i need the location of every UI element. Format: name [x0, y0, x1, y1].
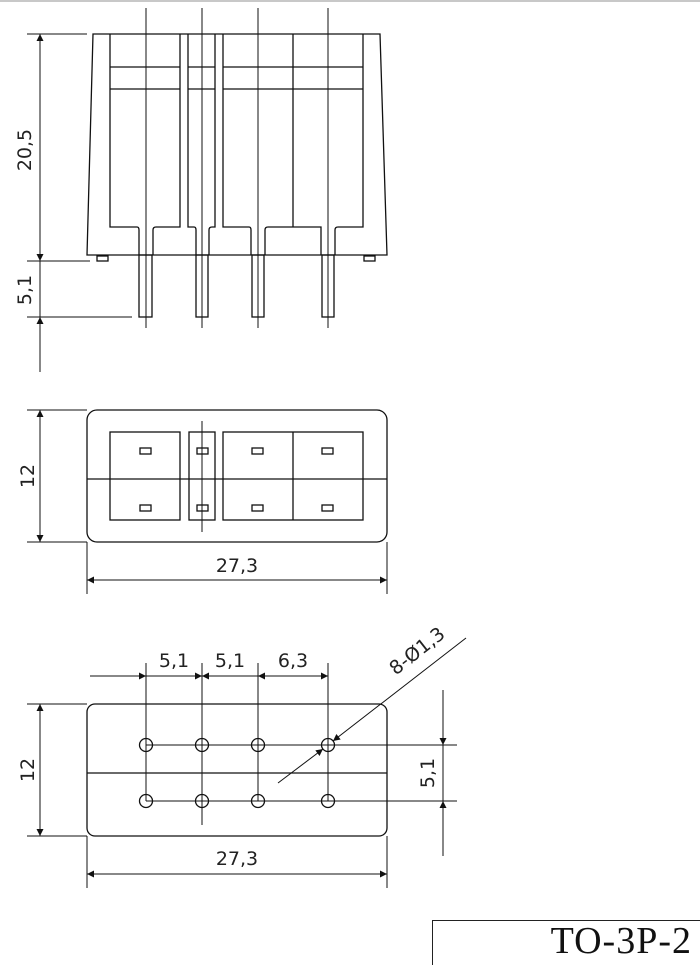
top-width-label: 27,3 [216, 555, 258, 577]
top-view [27, 409, 388, 594]
pitch-label-3: 6,3 [278, 650, 308, 672]
side-height-label: 20,5 [14, 129, 36, 171]
side-pin-length-label: 5,1 [14, 275, 36, 305]
footprint-view [27, 637, 467, 888]
part-code: TO-3P-2 [550, 920, 692, 962]
pitch-label-2: 5,1 [215, 650, 245, 672]
pitch-label-1: 5,1 [159, 650, 189, 672]
footprint-width-label: 27,3 [216, 848, 258, 870]
top-height-label: 12 [17, 464, 39, 488]
row-spacing-label: 5,1 [417, 758, 439, 788]
top-border [0, 0, 700, 2]
title-block: TO-3P-2 [432, 920, 700, 965]
hole-spec-label: 8-Ø1,3 [385, 623, 449, 680]
footprint-height-label: 12 [17, 758, 39, 782]
side-view [27, 8, 388, 372]
